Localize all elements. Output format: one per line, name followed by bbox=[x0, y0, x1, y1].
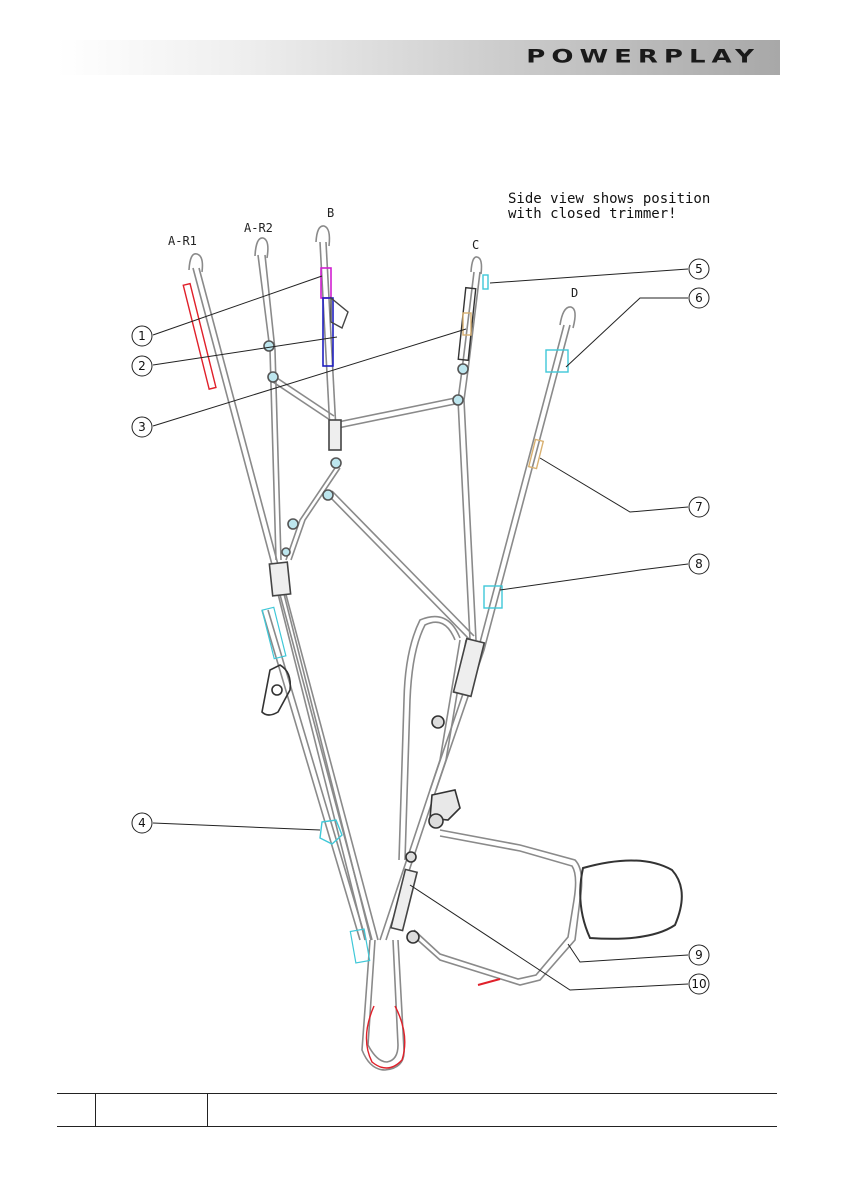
label-a-r2: A-R2 bbox=[244, 221, 273, 235]
svg-text:5: 5 bbox=[695, 262, 703, 276]
loop-c bbox=[471, 257, 482, 274]
callout-leaders bbox=[153, 269, 688, 990]
svg-text:3: 3 bbox=[138, 420, 146, 434]
svg-text:9: 9 bbox=[695, 948, 703, 962]
loop-b bbox=[316, 226, 329, 246]
main-loop-red bbox=[366, 1006, 404, 1068]
svg-text:10: 10 bbox=[691, 977, 706, 991]
label-a-r1: A-R1 bbox=[168, 234, 197, 248]
callouts: 1 2 3 4 5 6 7 8 9 10 bbox=[132, 259, 709, 994]
a-bottom-cyan bbox=[350, 929, 369, 963]
callout-7: 7 bbox=[689, 497, 709, 517]
label-c: C bbox=[472, 238, 479, 252]
svg-text:8: 8 bbox=[695, 557, 703, 571]
riser-lines bbox=[189, 226, 682, 1070]
callout-6: 6 bbox=[689, 288, 709, 308]
callout-2: 2 bbox=[132, 356, 152, 376]
callout-10: 10 bbox=[689, 974, 709, 994]
loop-d bbox=[560, 307, 575, 328]
label-b: B bbox=[327, 206, 334, 220]
svg-text:2: 2 bbox=[138, 359, 146, 373]
callout-5: 5 bbox=[689, 259, 709, 279]
svg-text:6: 6 bbox=[695, 291, 703, 305]
label-d: D bbox=[571, 286, 578, 300]
svg-text:1: 1 bbox=[138, 329, 146, 343]
callout-3: 3 bbox=[132, 417, 152, 437]
c-marker-cyan bbox=[483, 275, 488, 289]
loop-a-r2 bbox=[255, 238, 268, 258]
footer-divider-2 bbox=[207, 1094, 208, 1126]
svg-text:4: 4 bbox=[138, 816, 146, 830]
footer-divider-1 bbox=[95, 1094, 96, 1126]
footer-table bbox=[57, 1093, 777, 1127]
speedbar-red-mark bbox=[478, 979, 500, 985]
callout-9: 9 bbox=[689, 945, 709, 965]
svg-text:7: 7 bbox=[695, 500, 703, 514]
callout-4: 4 bbox=[132, 813, 152, 833]
callout-8: 8 bbox=[689, 554, 709, 574]
loop-a-r1 bbox=[189, 254, 202, 272]
callout-1: 1 bbox=[132, 326, 152, 346]
